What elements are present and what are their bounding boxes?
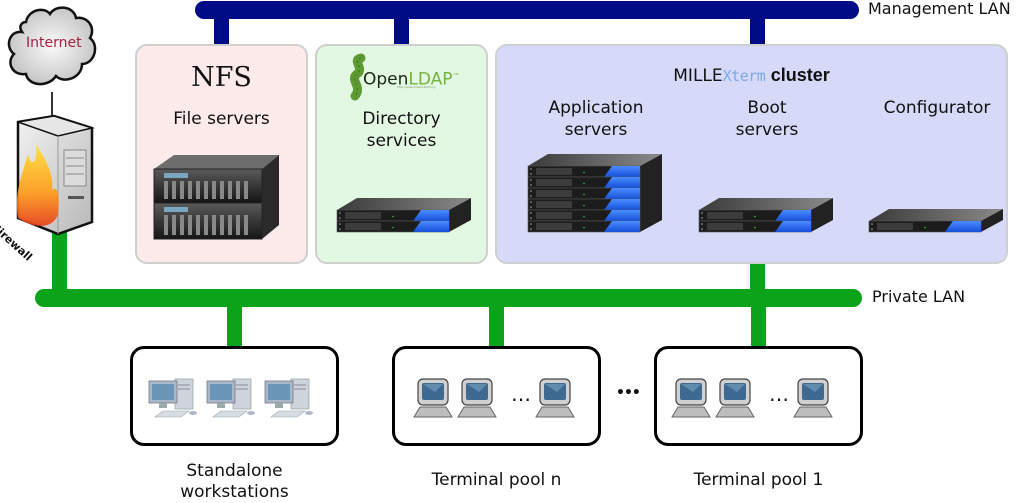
application-servers-label-line2: servers: [564, 120, 628, 140]
rack-top: [528, 154, 662, 166]
rack-side: [640, 154, 662, 232]
thin-client-terminal-icon: [413, 378, 453, 418]
openldap-logo-tm: ™: [452, 72, 460, 80]
rack-unit: [527, 209, 641, 222]
terminal-pool-n-label: Terminal pool n: [431, 470, 562, 490]
rack-top: [699, 198, 833, 210]
terminal-pool-1-label: Terminal pool 1: [693, 470, 824, 490]
private-lan-bus: [35, 289, 862, 307]
thin-client-terminal-icon: [671, 378, 711, 418]
rack-unit: [527, 165, 641, 178]
rack-unit: [698, 209, 812, 222]
rack-side: [449, 198, 471, 232]
management-drop-ldap: [394, 10, 409, 46]
standalone-workstations-label-line2: workstations: [180, 482, 289, 502]
thin-client-terminal-icon: [715, 378, 755, 418]
rack-top: [869, 209, 1003, 221]
application-servers-label-line1: Application: [548, 98, 644, 118]
private-drop-cluster: [750, 260, 765, 300]
thin-client-terminal-icon: [793, 378, 833, 418]
boot-servers-label-line2: servers: [735, 120, 799, 140]
openldap-url: http://www.OpenLDAP.org: [397, 85, 436, 89]
configurator-server-icon: [868, 209, 1003, 233]
management-lan-bus: [195, 1, 859, 19]
rack-unit: [698, 220, 812, 233]
rack-unit: [336, 220, 450, 233]
rack-side: [981, 209, 1003, 232]
standalone-workstations-label-line1: Standalone: [186, 461, 283, 481]
rack-side: [811, 198, 833, 232]
directory-server-icon: [336, 198, 471, 233]
private-drop-firewall: [52, 228, 67, 300]
standalone-workstations-pool: [130, 346, 339, 446]
openldap-logo: OpenLDAP™: [363, 66, 460, 90]
internet-cloud-icon: [7, 6, 97, 86]
workstation-icon: [206, 378, 255, 418]
terminal-pool-n-ellipsis: …: [511, 382, 531, 406]
nfs-group: NFS File servers: [135, 44, 308, 264]
nfs-subtitle: File servers: [173, 109, 270, 129]
terminal-pool-1: …: [654, 346, 863, 446]
terminal-pool-n: …: [392, 346, 601, 446]
rack-unit: [868, 220, 982, 233]
cluster-title-mille: MILLE: [673, 66, 723, 86]
terminal-pool-1-terminals: [671, 377, 837, 423]
cluster-title-xterm: Xterm: [722, 67, 766, 85]
firewall-server-icon: [16, 114, 95, 236]
private-lan-label: Private LAN: [872, 287, 966, 306]
boot-servers-label-line1: Boot: [747, 98, 787, 118]
workstation-icon: [264, 378, 313, 418]
rack-unit: [336, 209, 450, 222]
rack-unit: [527, 187, 641, 200]
internet-link: [51, 92, 53, 116]
configurator-label: Configurator: [883, 98, 991, 118]
nfs-title: NFS: [191, 62, 252, 93]
internet-label: Internet: [26, 35, 82, 51]
management-lan-label: Management LAN: [868, 0, 1011, 18]
rack-unit: [527, 220, 641, 233]
thin-client-terminal-icon: [457, 378, 497, 418]
file-server-icon: [153, 155, 279, 240]
management-drop-cluster: [750, 10, 765, 46]
openldap-logo-ldap: LDAP: [408, 69, 453, 90]
private-drop-pool-1: [751, 300, 766, 350]
boot-servers-icon: [698, 198, 833, 233]
rack-unit: [527, 198, 641, 211]
millexterm-cluster-group: MILLEXterm cluster Application servers: [495, 44, 1008, 264]
workstation-icon: [148, 378, 197, 418]
rack-top: [337, 198, 471, 210]
application-servers-icon: [527, 154, 662, 233]
openldap-worm-icon: [350, 53, 366, 101]
cluster-title-cluster: cluster: [770, 65, 830, 85]
terminal-pool-n-terminals: [413, 377, 579, 423]
management-drop-nfs: [214, 10, 229, 46]
ldap-group: OpenLDAP™ http://www.OpenLDAP.org Direct…: [315, 44, 488, 264]
ldap-subtitle-line1: Directory: [362, 109, 441, 129]
private-drop-pool-n: [489, 300, 504, 350]
ldap-subtitle-line2: services: [366, 131, 437, 151]
terminal-pool-1-ellipsis: …: [769, 382, 789, 406]
more-pools-ellipsis: •••: [616, 385, 641, 401]
cluster-title: MILLEXterm cluster: [497, 64, 1006, 87]
thin-client-terminal-icon: [535, 378, 575, 418]
openldap-logo-open: Open: [363, 69, 409, 90]
workstation-icons: [145, 377, 319, 427]
private-drop-workstations: [227, 300, 242, 350]
rack-unit: [527, 176, 641, 189]
